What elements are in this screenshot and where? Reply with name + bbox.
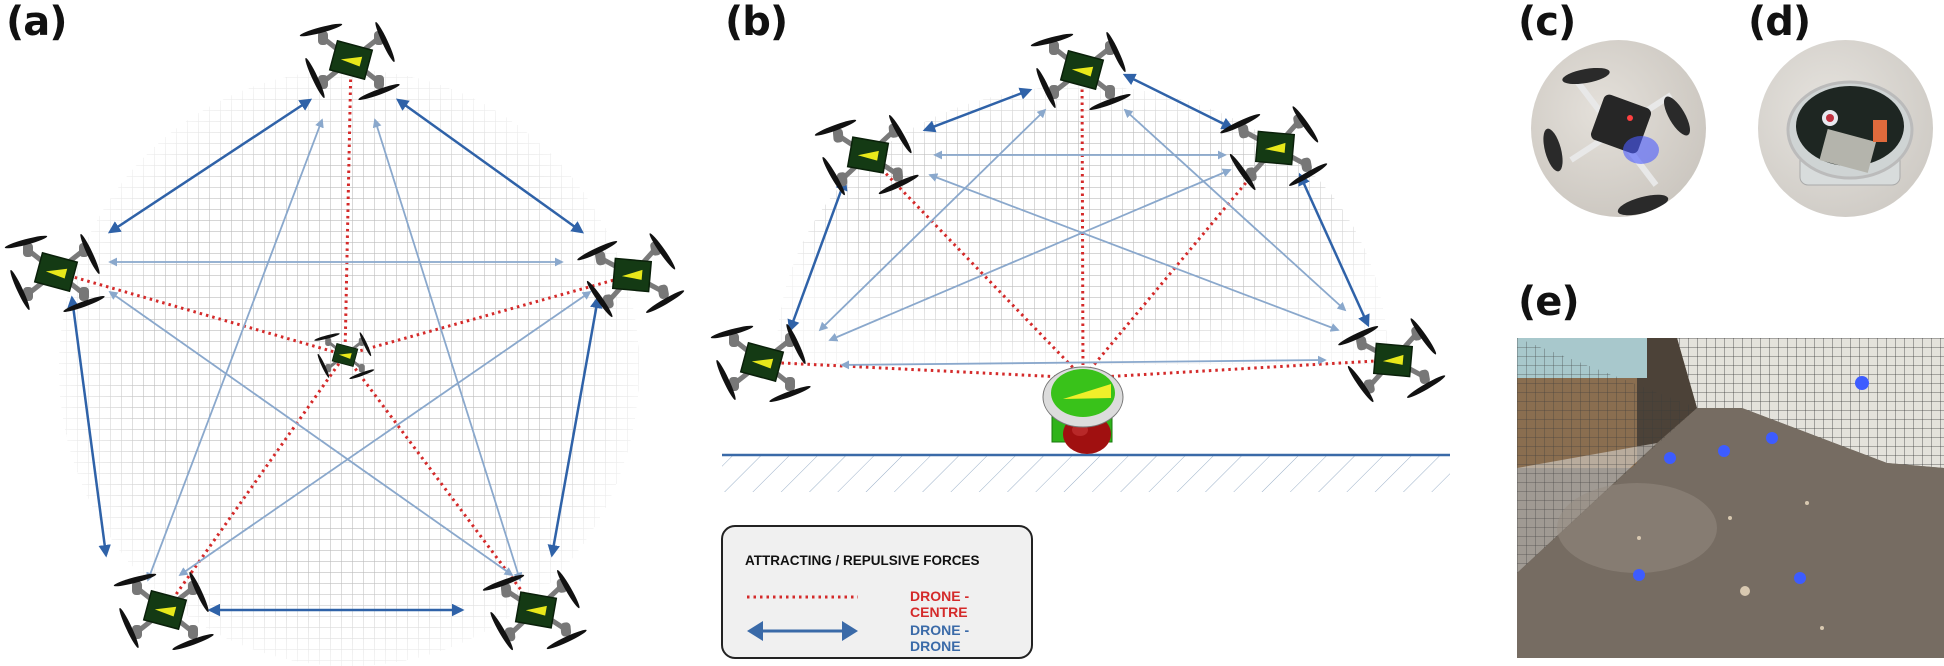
drone-lower-right-b xyxy=(1338,318,1446,403)
drone-top xyxy=(299,22,400,100)
double-arrow-icon xyxy=(747,621,858,641)
forces-a xyxy=(55,59,633,617)
photo-arena xyxy=(1517,338,1944,658)
legend-item-drone-drone: DRONE - DRONE xyxy=(745,619,1021,654)
drone-lower-left-b xyxy=(710,324,811,402)
photo-drone xyxy=(1531,40,1706,217)
drone-left xyxy=(4,234,105,312)
drones-a xyxy=(4,22,685,651)
legend-title: ATTRACTING / REPULSIVE FORCES xyxy=(745,553,980,568)
drone-top-b xyxy=(1030,32,1131,110)
drone-upper-right-b xyxy=(1220,106,1328,191)
panel-label-e: (e) xyxy=(1518,279,1580,325)
legend-item-drone-centre: DRONE - CENTRE xyxy=(745,585,1021,620)
forces-b xyxy=(761,69,1394,380)
panel-label-a: (a) xyxy=(6,0,68,45)
panel-label-b: (b) xyxy=(725,0,788,45)
ground xyxy=(722,453,1450,492)
ground-robot xyxy=(1042,366,1124,454)
legend-label-drone-centre: DRONE - CENTRE xyxy=(910,588,970,620)
dotted-line-icon xyxy=(747,595,858,599)
robot-photo-icon xyxy=(1786,80,1914,186)
photo-ground-robot xyxy=(1758,40,1933,217)
drone-right xyxy=(577,233,685,318)
drones-b xyxy=(710,32,1446,403)
drone-bottom-left xyxy=(113,572,214,650)
drone-upper-left-b xyxy=(814,115,919,196)
arena-photo-icon xyxy=(1517,338,1944,658)
drone-bottom-right xyxy=(482,570,587,651)
panel-label-c: (c) xyxy=(1518,0,1576,45)
panel-label-d: (d) xyxy=(1748,0,1811,45)
legend-label-drone-drone: DRONE - DRONE xyxy=(910,622,970,654)
drone-centre xyxy=(314,332,375,379)
drone-photo-icon xyxy=(1543,67,1690,216)
legend: ATTRACTING / REPULSIVE FORCES DRONE - CE… xyxy=(721,525,1033,659)
